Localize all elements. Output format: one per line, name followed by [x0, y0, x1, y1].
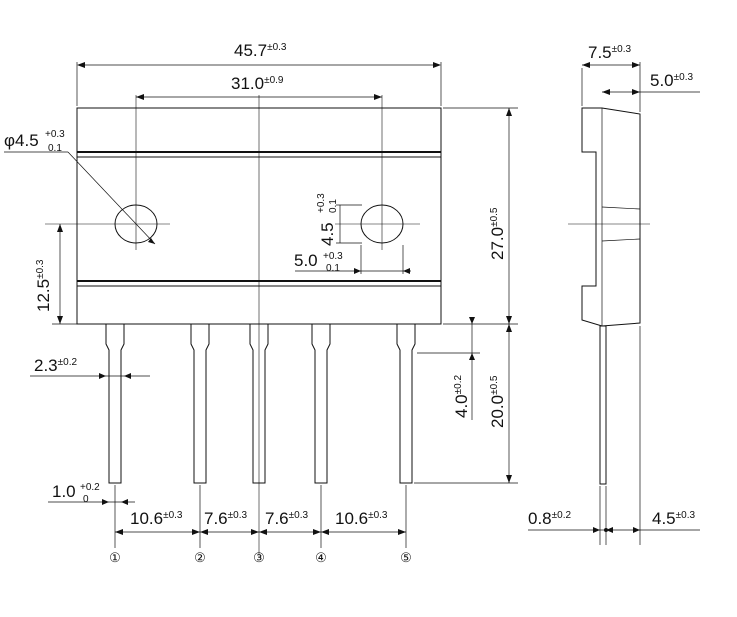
dim-text: 12.5: [34, 279, 53, 312]
pins: [105, 324, 416, 484]
svg-text:+0.2: +0.2: [80, 482, 100, 493]
dim-text: 31.0: [231, 74, 264, 93]
side-view: 7.5±0.3 5.0±0.3 0.8±0.2 4.5±0.3: [528, 43, 700, 545]
svg-text:0.1: 0.1: [328, 199, 339, 213]
dim-text: 5.0: [650, 71, 674, 90]
dim-text: 45.7: [234, 41, 267, 60]
dim-lead-length: 20.0±0.5: [414, 324, 518, 484]
dim-text: 10.6: [130, 509, 163, 528]
side-lead: [599, 325, 607, 485]
dim-text: 7.6: [204, 509, 228, 528]
svg-text:20.0±0.5: 20.0±0.5: [488, 375, 507, 428]
dim-text: φ4.5: [4, 131, 39, 150]
dim-hole-spacing: 31.0±0.9: [136, 74, 382, 100]
dim-hole-from-bottom: 12.5±0.3: [34, 224, 106, 325]
side-body: [581, 107, 641, 327]
dim-side-top: 5.0±0.3: [602, 71, 700, 95]
dim-text: 2.3: [34, 356, 58, 375]
dim-text: 0.8: [528, 509, 552, 528]
dim-text: 4.0: [452, 394, 471, 418]
dim-text: 4.5: [318, 222, 337, 246]
svg-text:7.6±0.3: 7.6±0.3: [204, 509, 247, 528]
front-view: 45.7±0.3 31.0±0.9 φ4.5 +0.3 0.1 4.5 +0.3…: [4, 41, 518, 565]
pin-label-3: ③: [253, 550, 265, 565]
svg-text:7.6±0.3: 7.6±0.3: [265, 509, 308, 528]
dim-text: 7.5: [588, 43, 612, 62]
dim-pitch: 10.6±0.3 7.6±0.3 7.6±0.3 10.6±0.3: [114, 485, 407, 540]
pin-label-5: ⑤: [400, 550, 412, 565]
svg-text:+0.3: +0.3: [316, 193, 327, 213]
svg-text:12.5±0.3: 12.5±0.3: [34, 259, 53, 312]
pin-4: [311, 324, 331, 484]
dim-lead-width: 1.0 +0.2 0: [48, 482, 135, 505]
dim-text: 20.0: [488, 395, 507, 428]
pin-5: [396, 324, 416, 484]
dim-text: 27.0: [488, 227, 507, 260]
dim-overall-width: 45.7±0.3: [76, 41, 442, 106]
pin-label-4: ④: [315, 550, 327, 565]
pin-label-1: ①: [109, 550, 121, 565]
dim-side-bottom: 0.8±0.2 4.5±0.3: [528, 326, 700, 545]
pin-1: [105, 324, 125, 484]
dim-hole-width: 5.0 +0.3 0.1: [294, 245, 411, 274]
svg-text:0.8±0.2: 0.8±0.2: [528, 509, 571, 528]
svg-text:27.0±0.5: 27.0±0.5: [488, 207, 507, 260]
dim-hole-diameter: φ4.5 +0.3 0.1: [4, 129, 156, 245]
dim-body-height: 27.0±0.5: [443, 107, 518, 325]
svg-text:0: 0: [83, 494, 89, 505]
svg-text:2.3±0.2: 2.3±0.2: [34, 356, 77, 375]
svg-text:0.1: 0.1: [48, 143, 62, 154]
svg-text:4.5±0.3: 4.5±0.3: [652, 509, 695, 528]
dim-side-total: 7.5±0.3: [581, 43, 641, 112]
dim-hole-height: 4.5 +0.3 0.1: [316, 193, 362, 246]
svg-text:4.5: 4.5: [318, 222, 337, 246]
dim-lead-bend: 4.0±0.2: [417, 317, 480, 420]
pin-labels: ① ② ③ ④ ⑤: [109, 540, 412, 565]
svg-text:φ4.5: φ4.5: [4, 131, 39, 150]
svg-text:+0.3: +0.3: [45, 129, 65, 140]
svg-text:1.0: 1.0: [52, 482, 76, 501]
svg-text:+0.3: +0.3: [323, 251, 343, 262]
svg-text:5.0±0.3: 5.0±0.3: [650, 71, 693, 90]
svg-text:0.1: 0.1: [326, 263, 340, 274]
dim-text: 7.6: [265, 509, 289, 528]
svg-text:31.0±0.9: 31.0±0.9: [231, 74, 284, 93]
svg-text:45.7±0.3: 45.7±0.3: [234, 41, 287, 60]
svg-text:10.6±0.3: 10.6±0.3: [130, 509, 183, 528]
svg-text:10.6±0.3: 10.6±0.3: [335, 509, 388, 528]
pin-3: [249, 324, 269, 484]
dim-text: 10.6: [335, 509, 368, 528]
dim-text: 1.0: [52, 482, 76, 501]
pin-2: [190, 324, 210, 484]
dim-lead-shoulder: 2.3±0.2: [30, 356, 150, 379]
svg-text:5.0: 5.0: [294, 251, 318, 270]
dim-text: 4.5: [652, 509, 676, 528]
svg-text:4.0±0.2: 4.0±0.2: [452, 375, 471, 418]
dim-text: 5.0: [294, 251, 318, 270]
pin-label-2: ②: [194, 550, 206, 565]
svg-text:7.5±0.3: 7.5±0.3: [588, 43, 631, 62]
